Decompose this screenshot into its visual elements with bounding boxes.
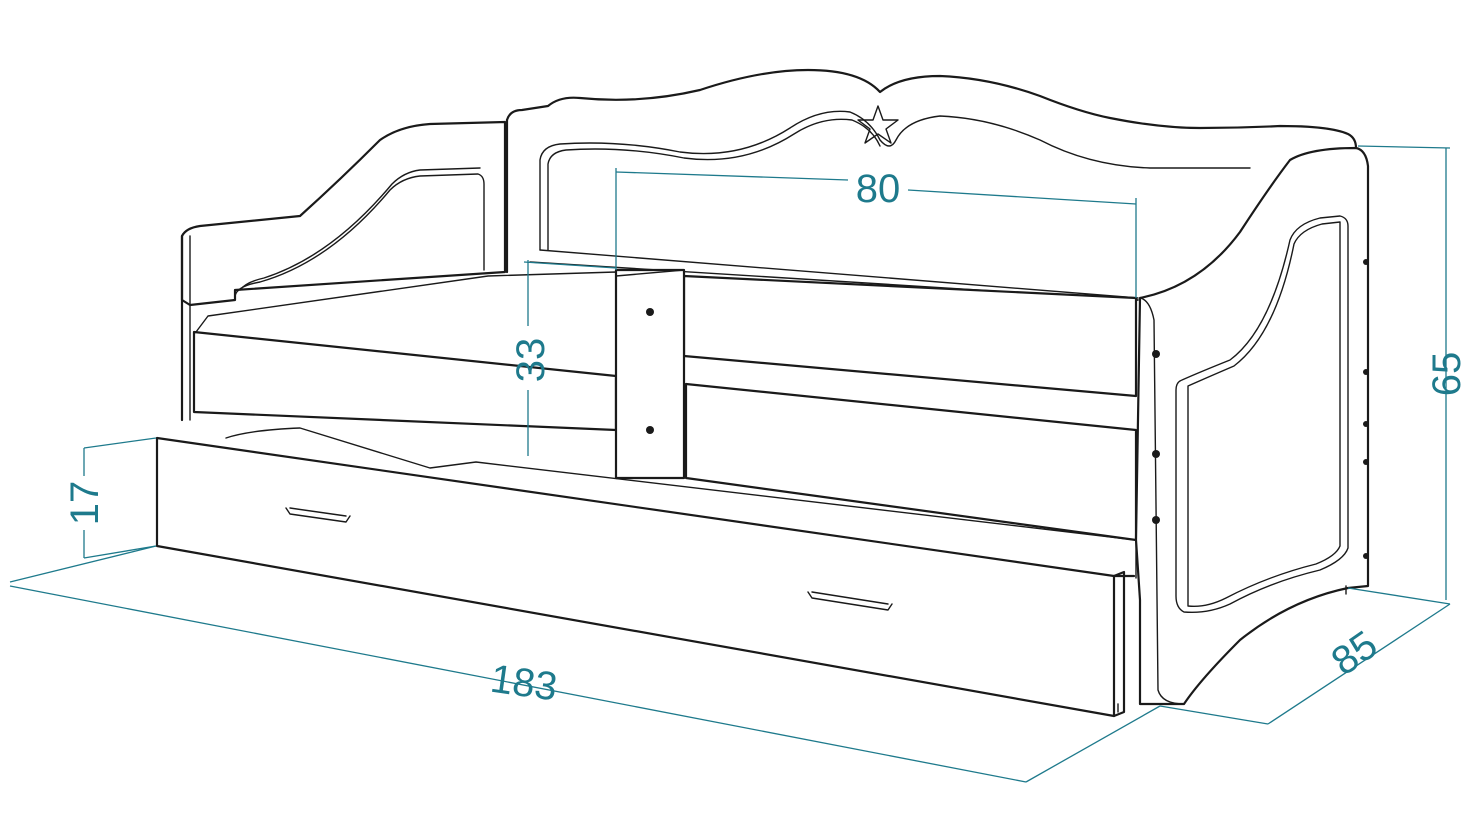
- screw-icon: [646, 426, 654, 434]
- backrest-bottom-edge: [539, 249, 1139, 299]
- left-armrest: [180, 120, 507, 307]
- height-extension-top: [1357, 145, 1451, 149]
- drawer-height-label: 17: [63, 481, 107, 526]
- drawer-height-extension-top: [83, 437, 157, 449]
- right-armrest-side: [1139, 297, 1185, 705]
- left-armrest-inner-2: [239, 167, 481, 291]
- backrest-width-line-right: [907, 189, 1137, 205]
- screw-icon: [1363, 553, 1369, 559]
- length-extension-right: [1025, 705, 1161, 783]
- bed-outline: [155, 68, 1370, 718]
- star-ornament: [857, 105, 899, 144]
- screw-icon: [646, 308, 654, 316]
- rail-post: [614, 268, 686, 480]
- length-dimension-line: [9, 585, 1027, 783]
- drawer-handle-left: [285, 507, 351, 523]
- right-armrest: [1134, 146, 1370, 706]
- rail-post-top: [615, 269, 685, 277]
- drawer-handle-right: [807, 591, 893, 611]
- screw-icon: [1363, 369, 1369, 375]
- depth-extension-left: [1159, 705, 1269, 725]
- backrest-inner-frame-2: [547, 118, 881, 251]
- front-rail-right-bottom: [684, 382, 1138, 542]
- backrest-inner-frame: [539, 110, 1251, 251]
- backrest: [505, 68, 1358, 152]
- drawer-interior: [225, 427, 1137, 579]
- screw-icon: [1363, 421, 1369, 427]
- dimension-lines: [9, 145, 1451, 783]
- right-armrest-inner-panel: [1175, 215, 1349, 614]
- side-height-extension-top: [523, 261, 617, 269]
- screw-icon: [1152, 516, 1160, 524]
- screw-icon: [1363, 259, 1369, 265]
- side-height-label: 33: [509, 338, 553, 383]
- drawer-side: [1112, 570, 1126, 718]
- backrest-width-line-left: [615, 171, 849, 181]
- left-armrest-inner: [234, 173, 485, 297]
- depth-extension-right: [1347, 587, 1451, 605]
- drawer-height-extension-bottom: [83, 545, 157, 559]
- height-label: 65: [1425, 352, 1469, 397]
- backrest-width-label: 80: [856, 167, 901, 211]
- length-extension-left: [9, 545, 157, 583]
- front-rail-right-top: [682, 274, 1138, 398]
- screw-icon: [1363, 459, 1369, 465]
- screw-icon: [1152, 450, 1160, 458]
- length-label: 183: [488, 657, 560, 710]
- screw-icon: [1152, 350, 1160, 358]
- right-armrest-inner-panel-2: [1187, 221, 1341, 608]
- depth-dimension-line: [1267, 603, 1451, 725]
- depth-label: 85: [1324, 623, 1386, 685]
